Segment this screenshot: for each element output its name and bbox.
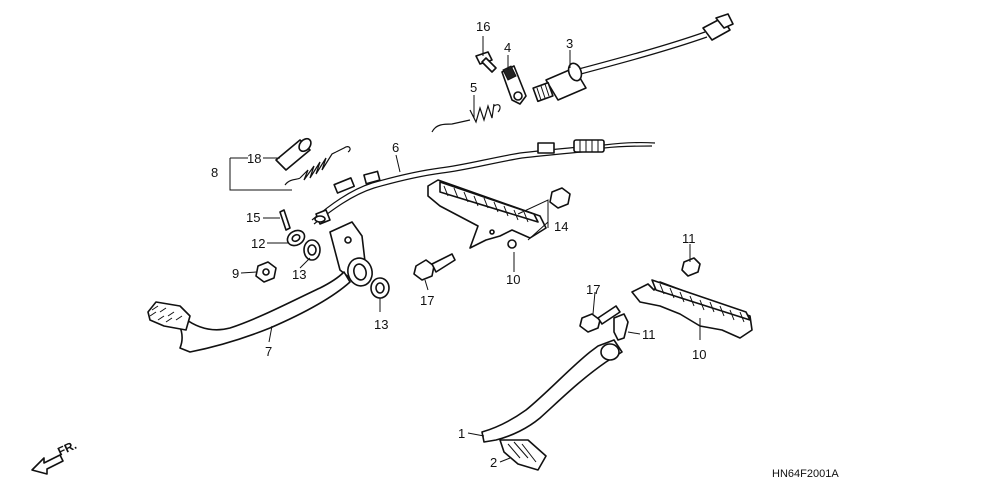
callout-11-upper: 11 [682,231,696,246]
callout-4: 4 [504,40,511,55]
bolt-16 [475,51,497,73]
shift-tip-2 [499,439,547,471]
diagram-code: HN64F2001A [772,468,839,480]
callout-17-upper: 17 [420,293,434,308]
direction-label: FR. [55,438,78,459]
callout-14: 14 [554,219,568,234]
spring-8 [284,146,351,186]
callout-11-lower: 11 [642,327,656,342]
bolt-11-lower [613,313,629,341]
sleeve-18 [275,137,312,171]
callout-7: 7 [265,344,272,359]
pin-15 [279,209,291,231]
callout-10-lower: 10 [692,347,706,362]
seal-13-lower [370,277,390,299]
footpeg-10-upper [427,179,547,249]
callout-13-lower: 13 [374,317,388,332]
callout-9: 9 [232,266,239,281]
nut-14 [549,187,571,209]
callout-18: 18 [247,151,261,166]
callout-8: 8 [211,165,218,180]
callout-13-upper: 13 [292,267,306,282]
footpeg-10-lower [631,279,753,339]
leader-lines [229,36,701,463]
arrow-left-icon [31,454,64,475]
callout-10-upper: 10 [506,272,520,287]
callout-1: 1 [458,426,465,441]
brake-pedal-7 [147,221,373,353]
callout-16: 16 [476,19,490,34]
bolt-17-upper [413,253,456,281]
front-direction-indicator: FR. [31,438,79,475]
seal-13-upper [303,239,321,261]
callout-17-lower: 17 [586,282,600,297]
nut-11-upper [681,257,701,277]
clip-4 [501,65,527,105]
bolt-17-lower [579,305,621,333]
callout-3: 3 [566,36,573,51]
callouts: 16 4 3 5 6 8 18 15 12 9 13 13 7 17 10 14… [211,19,706,470]
upper-cable [532,13,734,103]
callout-12: 12 [251,236,265,251]
spring-5 [431,103,501,133]
brake-cable [311,139,656,225]
callout-6: 6 [392,140,399,155]
shift-pedal-1 [481,339,623,443]
callout-5: 5 [470,80,477,95]
callout-15: 15 [246,210,260,225]
callout-2: 2 [490,455,497,470]
washer-12 [286,229,306,247]
nut-9 [255,261,277,283]
